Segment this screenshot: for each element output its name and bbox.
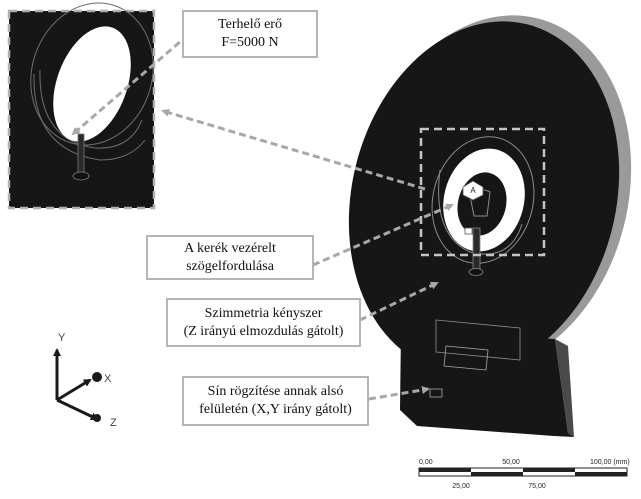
- rotation-callout: A kerék vezérelt szögelfordulása: [146, 235, 314, 280]
- scale-segment-4: [575, 472, 627, 476]
- rail-contact-highlight: [443, 345, 489, 371]
- scale-tick-top-0: 0,00: [419, 459, 433, 466]
- rotation-leader: [312, 203, 454, 267]
- rail-side: [555, 339, 574, 437]
- inset-guide-arc: [39, 69, 143, 149]
- scale-tick-top-1: 50,00: [502, 459, 520, 466]
- symmetry-callout-line1: Szimmetria kényszer: [204, 305, 323, 321]
- scale-tick-bottom-0: 25,00: [452, 483, 470, 490]
- rail-body: [400, 329, 574, 437]
- z-axis-label: Z: [110, 417, 117, 429]
- hub-guide-arc: [438, 169, 523, 255]
- z-axis-arrow: [56, 398, 99, 421]
- axis-triad: Y X Z: [53, 332, 117, 429]
- inset-guide-arc-outer: [33, 73, 146, 161]
- symmetry-callout-line2: (Z irányú elmozdulás gátolt): [183, 323, 344, 339]
- lock-marker: [464, 227, 473, 235]
- scale-bar: 0,00 50,00 100,00 (mm) 25,00 75,00: [418, 459, 630, 490]
- detail-frame: [419, 127, 546, 257]
- load-callout-line1: Terhelő erő: [218, 17, 282, 32]
- inset-axle: [77, 133, 85, 177]
- symmetry-leader: [359, 281, 439, 322]
- x-axis-label: X: [104, 373, 112, 385]
- a-marker-shape: [462, 180, 484, 201]
- x-axis-arrow: [56, 378, 92, 402]
- scale-segment-2: [471, 472, 523, 476]
- rail-fixed-face-marker: [429, 388, 443, 398]
- rail-model: [400, 319, 574, 437]
- rail-leader: [368, 386, 430, 401]
- y-axis-label: Y: [58, 332, 66, 344]
- rotation-callout-line1: A kerék vezérelt: [184, 240, 276, 256]
- detail-inset: [7, 2, 156, 210]
- z-axis-ball: [93, 414, 101, 422]
- scale-segment-1: [419, 468, 471, 472]
- leader-arrows: [71, 33, 454, 401]
- inset-wheel-hole: [53, 26, 131, 142]
- load-callout-line2: F=5000 N: [221, 35, 279, 50]
- rail-callout-line2: felületén (X,Y irány gátolt): [199, 402, 352, 417]
- load-leader: [71, 33, 189, 136]
- scale-tick-bottom-1: 75,00: [528, 483, 546, 490]
- load-callout: Terhelő erő F=5000 N: [182, 10, 318, 58]
- scale-tick-top-2: 100,00 (mm): [590, 459, 630, 466]
- wheel-axle: [472, 227, 481, 273]
- rail-callout: Sín rögzítése annak alsó felületén (X,Y …: [182, 376, 369, 426]
- wheel-axle-foot: [468, 268, 484, 276]
- rail-contact-patch: [435, 319, 521, 361]
- inset-dashed-border: [7, 9, 156, 210]
- rotation-callout-line2: szögelfordulása: [186, 258, 274, 274]
- scale-segment-3: [523, 468, 575, 472]
- inset-axle-foot: [72, 171, 90, 181]
- symmetry-callout: Szimmetria kényszer (Z irányú elmozdulás…: [166, 298, 361, 347]
- rail-callout-line1: Sín rögzítése annak alsó: [207, 384, 344, 399]
- inset-link-leader: [161, 108, 426, 191]
- inset-outer-ring: [30, 2, 154, 146]
- wheel-model: A: [348, 15, 632, 373]
- hub-outer-ring: [431, 136, 535, 264]
- a-marker-label: A: [470, 186, 476, 195]
- x-axis-ball: [92, 372, 102, 382]
